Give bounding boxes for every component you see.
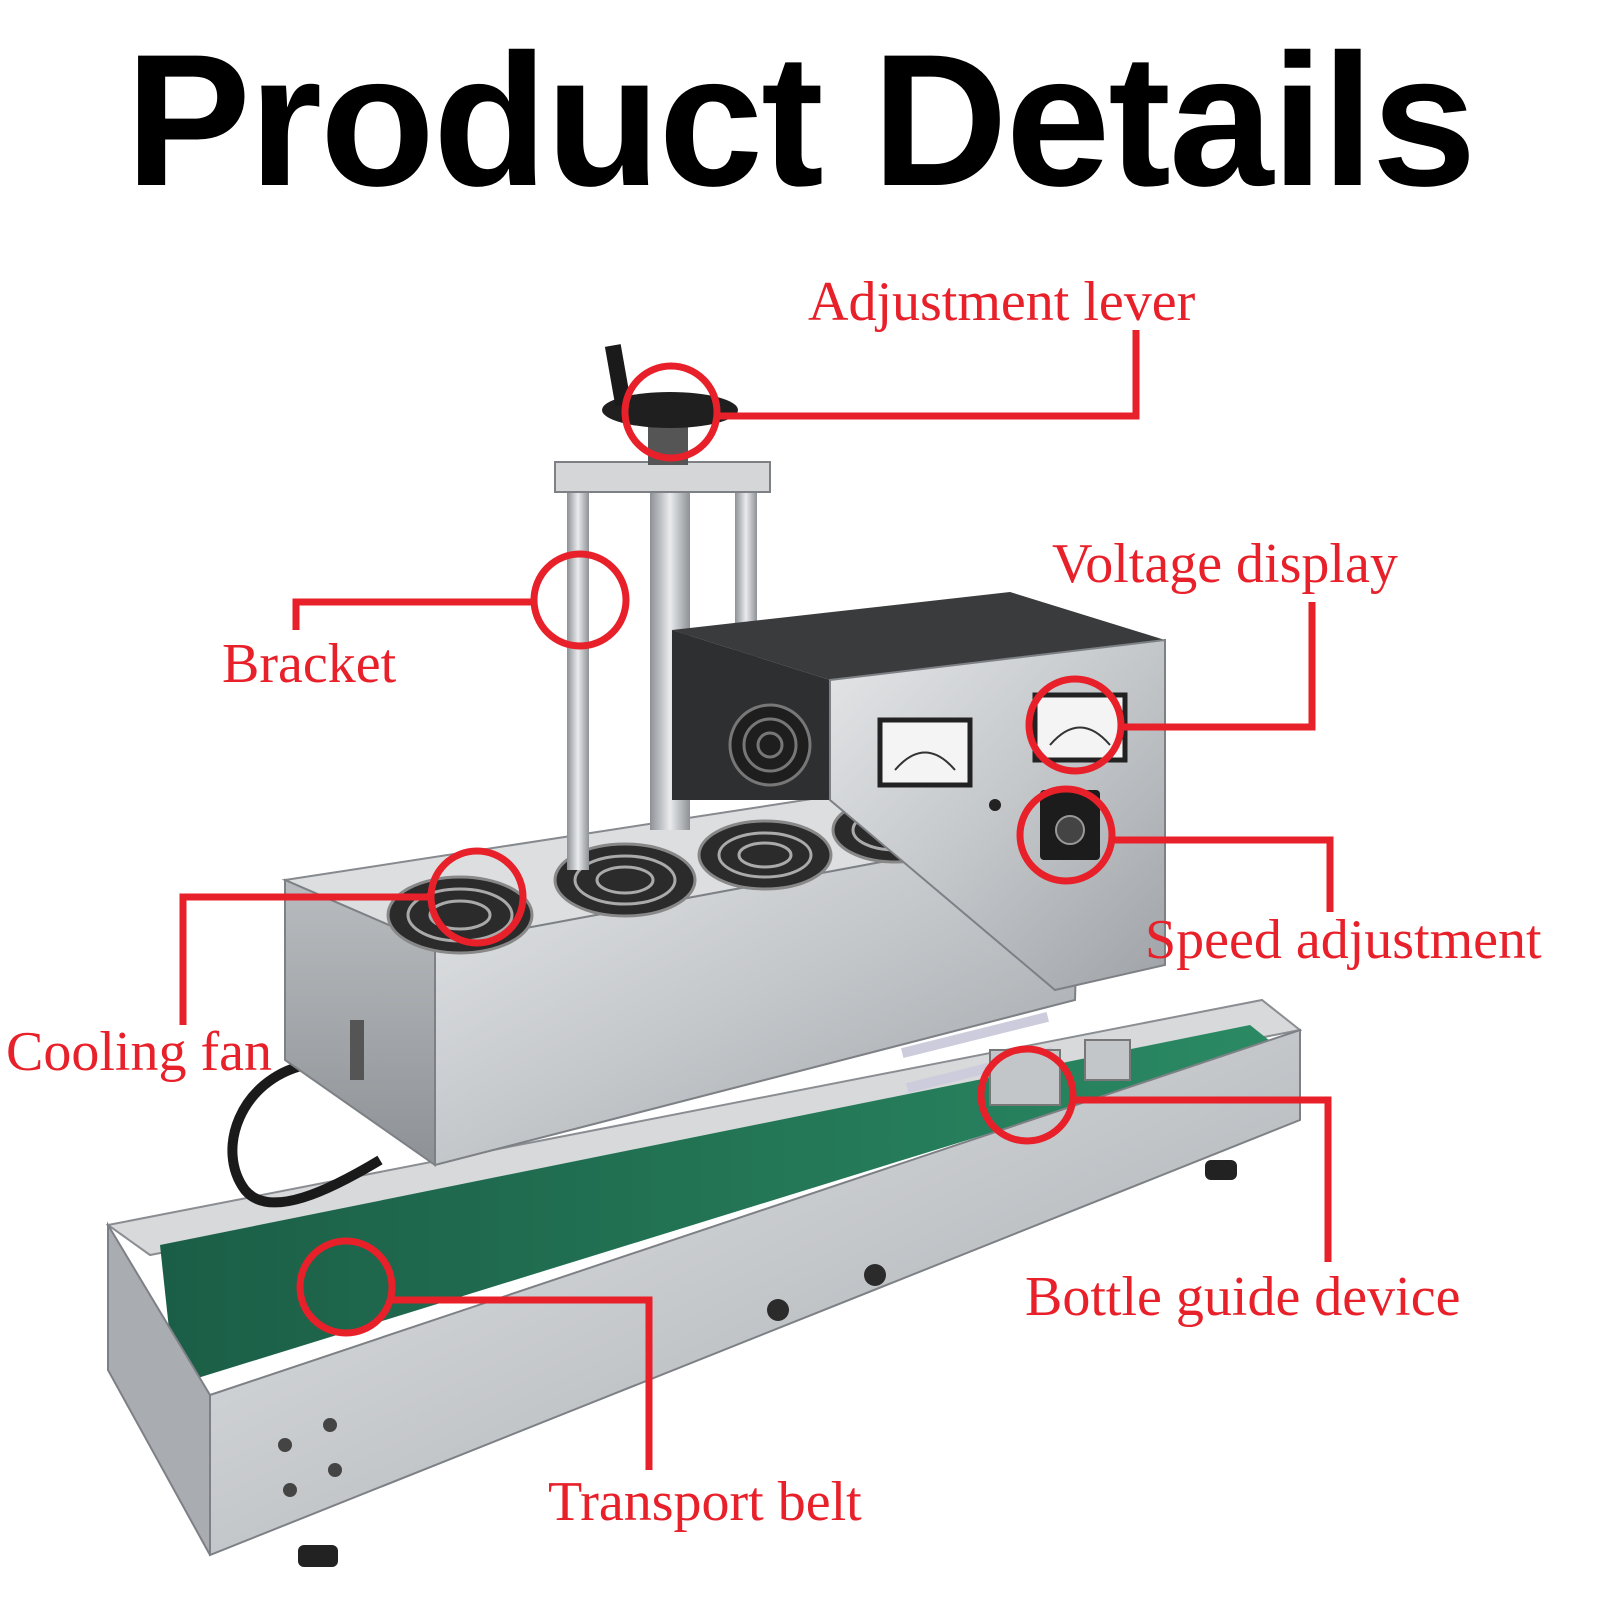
label-voltage-display: Voltage display	[1052, 533, 1398, 595]
front-bolt	[278, 1438, 292, 1452]
guide-block	[1084, 1039, 1131, 1081]
page-title: Product Details	[125, 15, 1477, 225]
callout-circle-transport-belt	[296, 1237, 396, 1337]
head-side-slot	[350, 1020, 364, 1080]
indicator-light	[989, 799, 1001, 811]
guide-rod	[901, 1012, 1049, 1058]
speed-knob-icon	[1055, 815, 1085, 845]
callout-circle-bottle-guide-device	[977, 1045, 1077, 1145]
power-cord	[227, 1060, 383, 1208]
foot	[1205, 1160, 1237, 1180]
cabinet-top	[672, 592, 1165, 680]
lever-handle	[604, 344, 632, 406]
label-bottle-guide-device: Bottle guide device	[1025, 1266, 1461, 1328]
front-bolt	[328, 1463, 342, 1477]
control-cabinet	[672, 592, 1166, 992]
callout-line-speed-adjustment	[1112, 836, 1334, 912]
callout-line-voltage-display	[1121, 602, 1316, 731]
label-bracket: Bracket	[222, 633, 397, 695]
panel-knob	[864, 1264, 886, 1286]
bottle-guide	[901, 1012, 1131, 1106]
fan-grille-icon	[697, 819, 833, 891]
callout-line-adjustment-lever	[717, 330, 1140, 420]
front-bolt	[283, 1483, 297, 1497]
callout-line-bottle-guide-device	[1073, 1096, 1332, 1262]
callout-line-bracket	[292, 598, 534, 630]
label-speed-adjustment: Speed adjustment	[1145, 909, 1542, 971]
bracket-crossbar	[554, 461, 771, 493]
label-adjustment-lever: Adjustment lever	[808, 271, 1196, 333]
conveyor	[105, 998, 1303, 1567]
front-bolt	[323, 1418, 337, 1432]
cabinet-fan-icon	[728, 703, 812, 787]
callout-circle-speed-adjustment	[1016, 785, 1116, 885]
callout-markers	[179, 330, 1334, 1470]
panel-knob	[767, 1299, 789, 1321]
conveyor-left-panel	[107, 1221, 211, 1556]
fan-grille	[386, 796, 959, 955]
transport-belt-surface	[160, 1025, 1275, 1385]
bracket-rod	[567, 470, 589, 870]
callout-circle-adjustment-lever	[621, 362, 721, 462]
callout-line-cooling-fan	[179, 893, 431, 1025]
callout-line-transport-belt	[392, 1296, 653, 1470]
foot	[298, 1545, 338, 1567]
label-transport-belt: Transport belt	[548, 1471, 862, 1533]
label-cooling-fan: Cooling fan	[6, 1021, 272, 1083]
handwheel	[602, 392, 738, 428]
